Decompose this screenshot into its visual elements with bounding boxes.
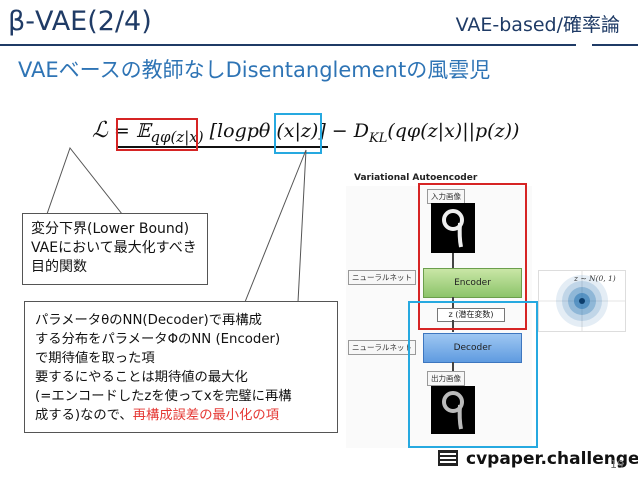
decoder-block: Decoder [423, 333, 522, 363]
arrow-decoder-to-output [452, 362, 454, 374]
eq-p-theta: pθ [246, 120, 271, 142]
logo-text: cvpaper.challenge [466, 449, 638, 469]
recon-line-6-prefix: 成する)なので、 [35, 408, 133, 423]
header-tag: VAE-based/確率論 [455, 14, 620, 36]
cvpaper-logo-icon [438, 450, 458, 466]
eq-log: log [217, 120, 247, 142]
arrow-input-to-encoder [452, 253, 454, 268]
output-digit-nine [442, 391, 464, 430]
title-divider-stub [592, 44, 638, 46]
eq-expectation-subscript: qφ(z|x) [150, 127, 204, 146]
encoder-highlight-box [418, 183, 527, 330]
logo-mark [438, 450, 458, 466]
lower-bound-line-2: VAEにおいて最大化すべき [31, 240, 197, 256]
recon-line-4: 要するにやることは期待値の最大化 [35, 370, 248, 385]
lower-bound-line-3: 目的関数 [31, 259, 87, 275]
lower-bound-callout: 変分下界(Lower Bound) VAEにおいて最大化すべき 目的関数 [22, 213, 208, 285]
lower-bound-line-1: 変分下界(Lower Bound) [31, 221, 190, 237]
recon-highlight-text: 再構成誤差の最小化の項 [132, 408, 279, 423]
recon-line-6: 成する)なので、再構成誤差の最小化の項 [35, 406, 327, 425]
reconstruction-callout: パラメータθのNN(Decoder)で再構成 する分布をパラメータΦのNN (E… [24, 301, 338, 433]
eq-bracket-right: ] [318, 120, 326, 142]
recon-line-2: する分布をパラメータΦのNN (Encoder) [35, 332, 281, 347]
prior-label: z ∼ N(0, 1) [574, 274, 616, 283]
recon-line-3: で期待値を取った項 [35, 351, 155, 366]
recon-line-1: パラメータθのNN(Decoder)で再構成 [35, 313, 262, 328]
eq-kl-body: (qφ(z|x)||p(z)) [387, 120, 520, 142]
expectation-highlight-box [116, 118, 198, 151]
eq-equals-expectation: = 𝔼 [107, 120, 151, 142]
encoder-block: Encoder [423, 268, 522, 298]
prior-gaussian-plot [539, 271, 625, 331]
vae-diagram-title: Variational Autoencoder [354, 173, 478, 183]
nn-label-decoder: ニューラルネット [348, 340, 416, 355]
page-number: 19 [610, 458, 624, 471]
eq-recon-arg: (x|z) [276, 120, 319, 142]
recon-pointer [244, 149, 307, 303]
recon-line-5: (=エンコードしたzを使ってxを完璧に再構 [35, 389, 292, 404]
nn-label-encoder: ニューラルネット [348, 270, 416, 285]
eq-bracket-left: [ [209, 120, 218, 142]
slide-subtitle: VAEベースの教師なしDisentanglementの風雲児 [18, 58, 491, 82]
eq-minus-d: − D [325, 120, 369, 142]
lower-bound-pointer [46, 146, 124, 215]
elbo-equation: ℒ = 𝔼qφ(z|x) [logpθ (x|z)] − DKL(qφ(z|x)… [92, 118, 519, 146]
arrow-z-to-decoder [452, 320, 454, 332]
latent-z-block: z (潜在変数) [437, 308, 505, 322]
prior-plot-frame [538, 270, 626, 332]
input-digit-nine [442, 209, 464, 248]
slide-title: β-VAE(2/4) [8, 6, 152, 37]
output-image-label: 出力画像 [427, 371, 465, 386]
expectation-underline [118, 146, 328, 148]
arrow-encoder-to-z [452, 297, 454, 309]
eq-lhs: ℒ [92, 118, 108, 143]
eq-kl-subscript: KL [369, 130, 388, 146]
recon-arg-highlight-box [274, 113, 322, 154]
input-digit-image [431, 203, 475, 253]
output-digit-image [431, 386, 475, 434]
decoder-highlight-box [408, 301, 538, 448]
title-divider [0, 44, 576, 46]
